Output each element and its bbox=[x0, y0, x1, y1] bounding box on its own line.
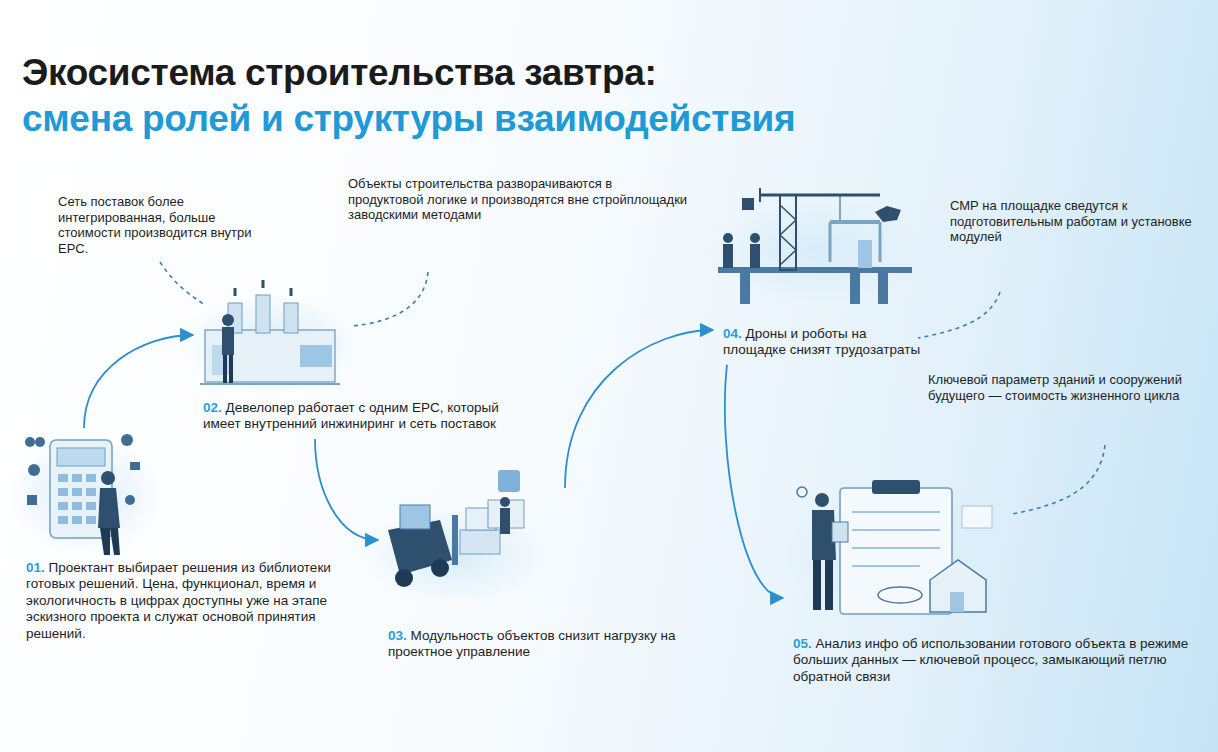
note-text: СМР на площадке сведутся к подготовитель… bbox=[950, 198, 1200, 245]
step-block: 04. Дроны и роботы на площадке снизят тр… bbox=[715, 178, 930, 359]
step-text: Девелопер работает с одним EPC, который … bbox=[203, 400, 499, 431]
step-number: 02. bbox=[203, 400, 222, 415]
step-number: 04. bbox=[723, 326, 742, 341]
step-caption: 01. Проектант выбирает решения из библио… bbox=[26, 560, 353, 642]
flow-arrow bbox=[565, 330, 713, 488]
step-block: 02. Девелопер работает с одним EPC, кото… bbox=[195, 290, 540, 433]
construction-illustration bbox=[705, 188, 925, 305]
note-text: Сеть поставок более интегрированная, бол… bbox=[58, 194, 258, 256]
forklift-illustration bbox=[365, 470, 545, 605]
flow-arrow bbox=[315, 439, 378, 540]
note-text: Объекты строительства разворачиваются в … bbox=[348, 176, 688, 223]
step-caption: 04. Дроны и роботы на площадке снизят тр… bbox=[723, 326, 930, 359]
step-number: 01. bbox=[26, 560, 45, 575]
step-block: 05. Анализ инфо об использовании готовог… bbox=[785, 478, 1210, 685]
step-text: Дроны и роботы на площадке снизят трудоз… bbox=[723, 326, 920, 357]
step-caption: 05. Анализ инфо об использовании готовог… bbox=[793, 636, 1210, 685]
step-block: 01. Проектант выбирает решения из библио… bbox=[18, 428, 353, 642]
slide-title: Экосистема строительства завтра: bbox=[22, 52, 1022, 94]
calculator-illustration bbox=[10, 434, 160, 555]
step-number: 03. bbox=[388, 628, 407, 643]
step-caption: 02. Девелопер работает с одним EPC, кото… bbox=[203, 400, 540, 433]
flow-arrow bbox=[725, 365, 783, 598]
step-text: Модульность объектов снизит нагрузку на … bbox=[388, 628, 675, 659]
step-number: 05. bbox=[793, 636, 812, 651]
factory-illustration bbox=[180, 280, 360, 395]
step-caption: 03. Модульность объектов снизит нагрузку… bbox=[388, 628, 680, 661]
step-block: 03. Модульность объектов снизит нагрузку… bbox=[380, 488, 680, 661]
document-illustration bbox=[775, 480, 1015, 625]
step-text: Анализ инфо об использовании готового об… bbox=[793, 636, 1188, 684]
slide-subtitle: смена ролей и структуры взаимодействия bbox=[22, 98, 1022, 140]
flow-arrow bbox=[84, 335, 193, 428]
step-text: Проектант выбирает решения из библиотеки… bbox=[26, 560, 331, 641]
note-text: Ключевой параметр зданий и сооружений бу… bbox=[928, 372, 1198, 403]
